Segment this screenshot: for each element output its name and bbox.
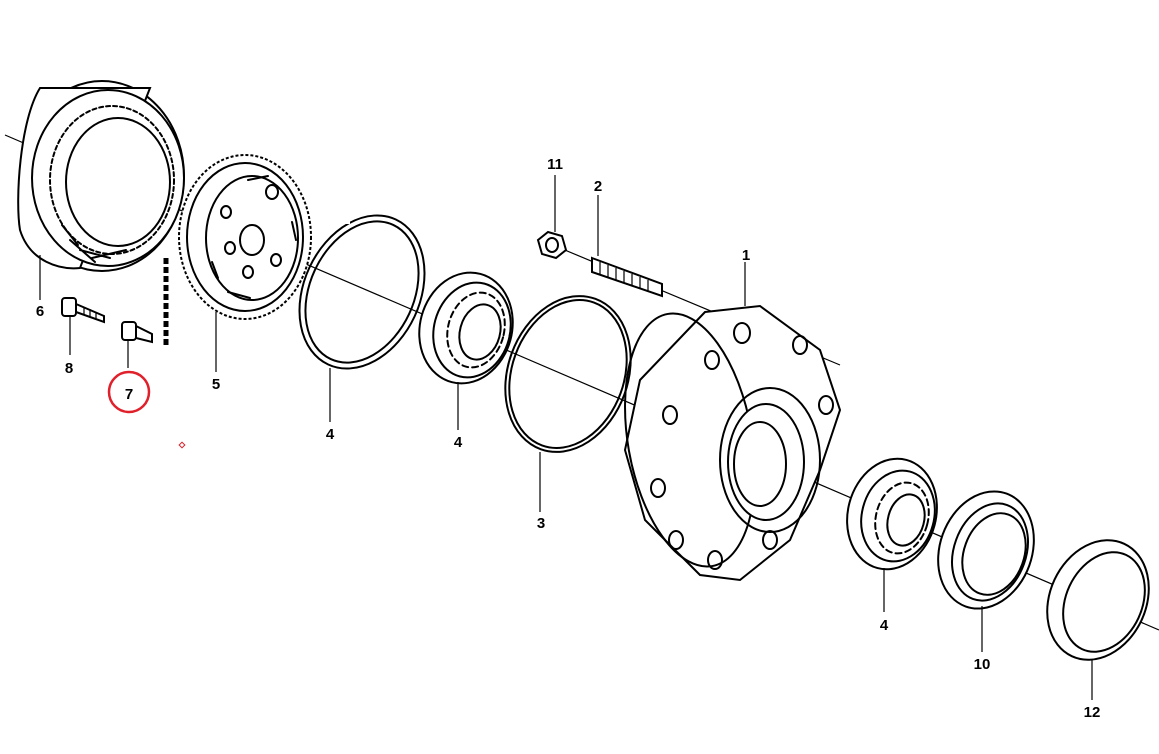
- snap-ring[interactable]: [276, 195, 449, 389]
- label-1[interactable]: 1: [742, 247, 750, 264]
- highlight-circle: [107, 370, 151, 414]
- label-8[interactable]: 7: [125, 386, 133, 403]
- label-6[interactable]: 5: [212, 376, 220, 393]
- red-marker: [178, 441, 186, 449]
- label-9[interactable]: 8: [65, 360, 73, 377]
- label-4a[interactable]: 4: [454, 434, 463, 451]
- label-4b[interactable]: 4: [880, 617, 889, 634]
- stud[interactable]: [591, 256, 663, 298]
- label-11[interactable]: 11: [547, 156, 563, 173]
- label-5[interactable]: 4: [326, 426, 335, 443]
- label-10[interactable]: 10: [974, 656, 991, 673]
- carrier-gear[interactable]: [178, 154, 312, 320]
- nut[interactable]: [536, 230, 568, 260]
- seal[interactable]: [922, 478, 1049, 622]
- wheel-hub[interactable]: [607, 303, 842, 582]
- label-2[interactable]: 2: [594, 178, 602, 195]
- bolt[interactable]: [61, 297, 105, 324]
- leader-lines: [39, 175, 1093, 700]
- bearing-inner[interactable]: [407, 262, 525, 394]
- label-12[interactable]: 12: [1084, 704, 1101, 721]
- label-3[interactable]: 3: [537, 515, 545, 532]
- bushing[interactable]: [121, 321, 153, 344]
- ring-gear[interactable]: [17, 80, 185, 272]
- bearing-outer[interactable]: [835, 449, 949, 580]
- callout-labels: 6 8 7 5 4 4 3 11 2 1 4 10 12: [36, 156, 1101, 721]
- seal-ring[interactable]: [1028, 524, 1159, 677]
- label-7[interactable]: 6: [36, 303, 44, 320]
